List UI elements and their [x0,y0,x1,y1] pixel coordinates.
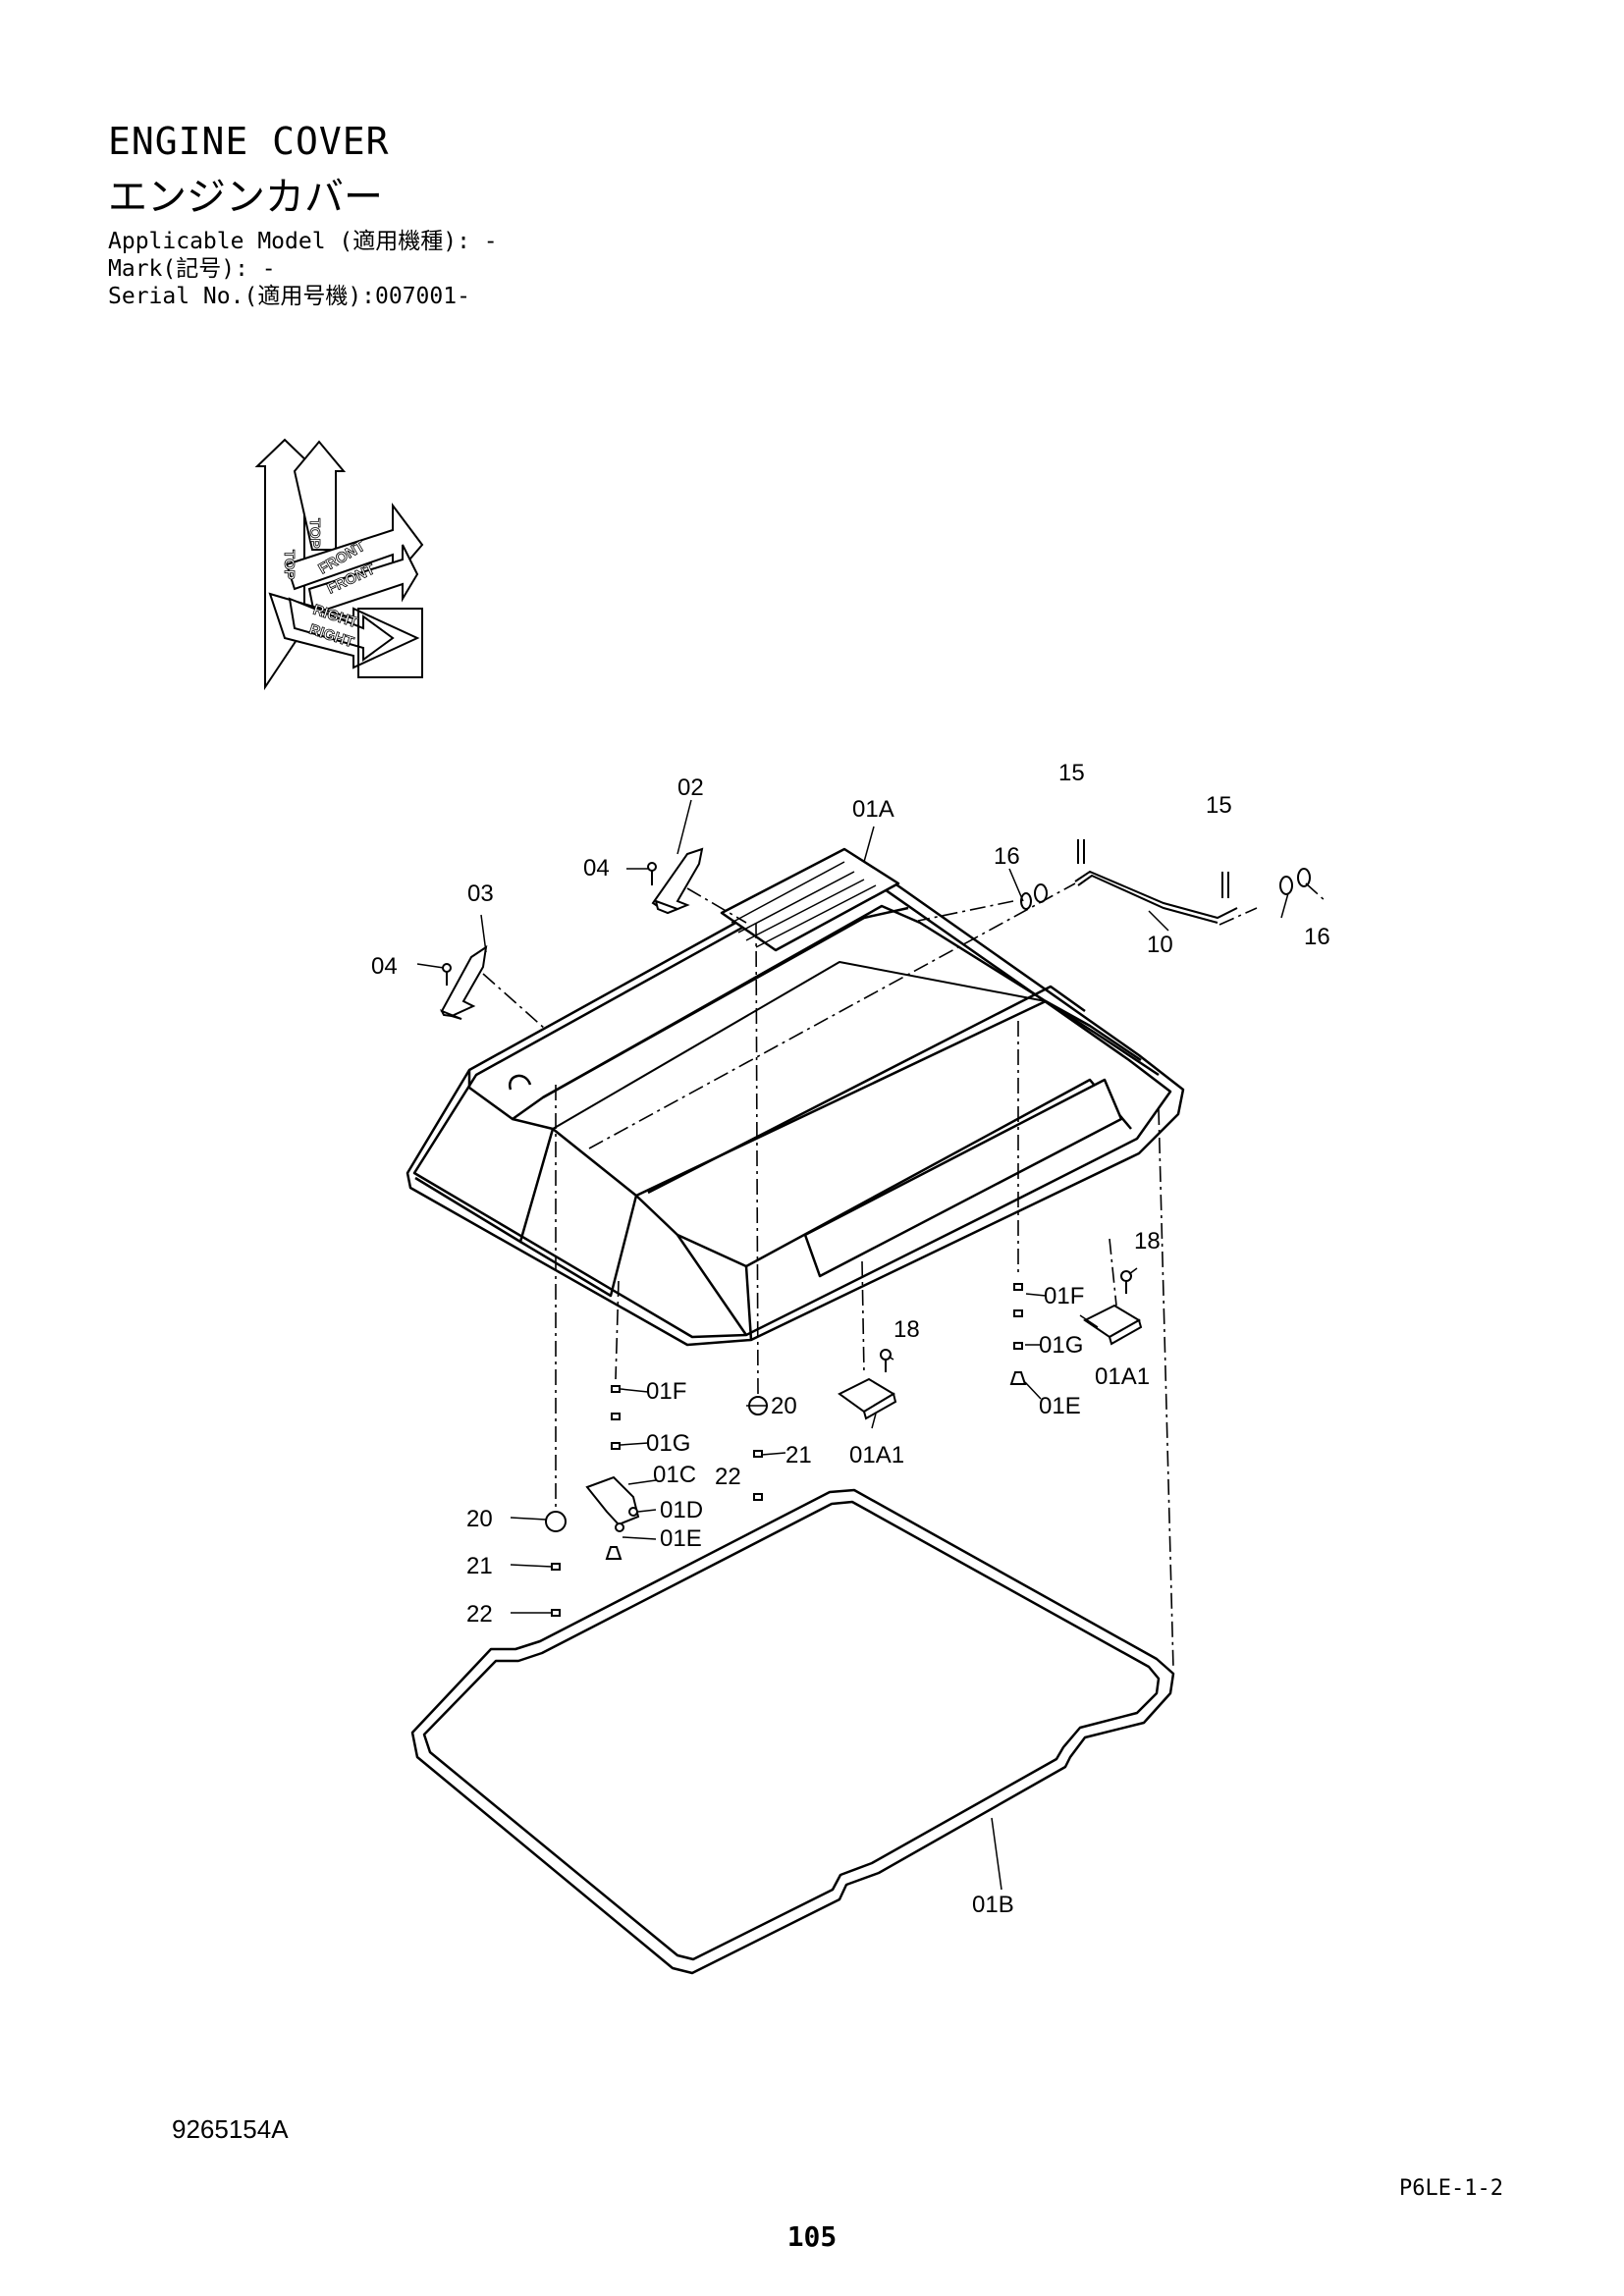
callout-01g-right: 01G [1039,1332,1083,1359]
callout-18-right: 18 [1134,1228,1161,1255]
callout-16-left: 16 [994,843,1020,870]
seal-01b [410,1488,1175,1975]
callout-22-center: 22 [715,1464,741,1490]
hinge-01a1-center [838,1349,897,1420]
latch-02 [647,847,704,915]
callout-01f-right: 01F [1044,1283,1084,1309]
bracket-01c [585,1475,640,1526]
callout-03: 03 [467,881,494,907]
callout-22-left: 22 [466,1601,493,1628]
callout-04-upper: 04 [583,855,610,881]
callout-04-lower: 04 [371,953,398,980]
orientation-top-label-2: TOP [306,518,323,549]
orientation-top-label: TOP [281,550,298,580]
callout-21-left: 21 [466,1553,493,1579]
callout-20-center: 20 [771,1393,797,1419]
page-title-japanese: エンジンカバー [108,175,383,220]
mark: Mark(記号): - [108,256,276,282]
small-hardware [545,1283,1027,1617]
rod-10-assembly [1020,839,1311,924]
applicable-model: Applicable Model (適用機種): - [108,229,498,254]
latch-03 [439,944,488,1020]
page-number: 105 [786,2220,838,2253]
callout-10: 10 [1147,932,1173,958]
leader-lines [416,799,1289,1891]
page-code: P6LE-1-2 [1399,2176,1503,2201]
callout-01b: 01B [972,1892,1014,1918]
callout-01a1-center: 01A1 [849,1442,904,1468]
callout-01a1-right: 01A1 [1095,1363,1150,1390]
drawing-number: 9265154A [172,2114,289,2144]
callout-20-left: 20 [466,1506,493,1532]
callout-01c: 01C [653,1462,696,1488]
engine-cover-01a [406,847,1185,1347]
page-title: ENGINE COVER [108,120,390,163]
callout-01e-left: 01E [660,1525,702,1552]
callout-18-center: 18 [893,1316,920,1343]
callout-01d: 01D [660,1497,703,1523]
callout-01e-right: 01E [1039,1393,1081,1419]
callout-labels: 02 01A 15 15 16 04 03 16 04 10 18 01F 01… [371,760,1330,1918]
callout-02: 02 [677,774,704,801]
callout-16-right: 16 [1304,924,1330,950]
callout-01a: 01A [852,796,894,823]
orientation-indicator [254,438,424,691]
reference-lines [482,882,1326,1670]
callout-15-left: 15 [1058,760,1085,786]
callout-01f-left: 01F [646,1378,686,1405]
hinge-01a1-right [1083,1270,1143,1346]
callout-21-center: 21 [785,1442,812,1468]
callout-15-right: 15 [1206,792,1232,819]
callout-01g-left: 01G [646,1430,690,1457]
serial-number: Serial No.(適用号機):007001- [108,284,470,309]
